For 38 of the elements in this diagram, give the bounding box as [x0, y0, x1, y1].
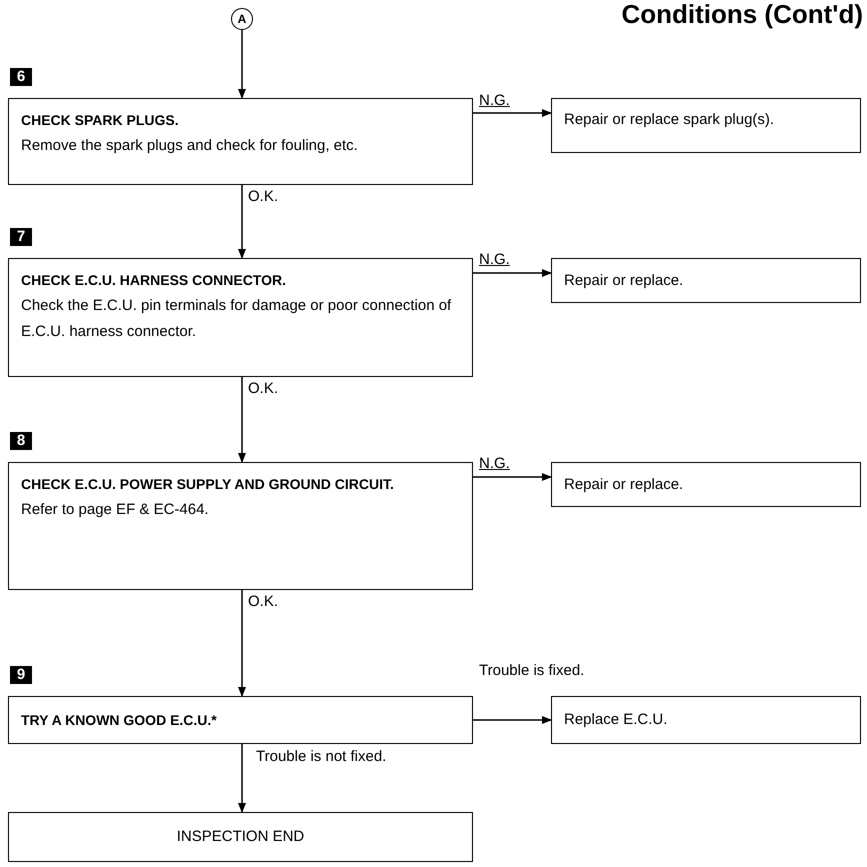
- edge-label: N.G.: [478, 92, 511, 110]
- process-box: [551, 98, 861, 153]
- step-heading: CHECK SPARK PLUGS.: [21, 111, 180, 130]
- arrow: [473, 269, 552, 277]
- step-number: 9: [10, 666, 32, 684]
- step-heading: CHECK E.C.U. POWER SUPPLY AND GROUND CIRCUIT.: [21, 475, 395, 494]
- step-number: 6: [10, 68, 32, 86]
- arrow: [473, 716, 552, 724]
- step-text: Repair or replace spark plug(s).: [564, 110, 776, 130]
- step-number: 7: [10, 228, 32, 246]
- process-box: [8, 462, 473, 590]
- edge-label: N.G.: [478, 455, 511, 473]
- page-title: Conditions (Cont'd): [621, 0, 864, 28]
- step-text: Repair or replace.: [564, 474, 684, 494]
- process-box: [551, 696, 861, 744]
- step-text: Remove the spark plugs and check for fouling, etc.: [21, 136, 359, 156]
- arrow: [238, 590, 246, 697]
- step-text: Check the E.C.U. pin terminals for damage or poor connection of E.C.U. harness connector.: [21, 296, 452, 342]
- arrow: [238, 30, 246, 99]
- step-text: Repair or replace.: [564, 270, 684, 290]
- step-number: 8: [10, 432, 32, 450]
- arrow: [238, 744, 246, 813]
- process-box: [551, 462, 861, 507]
- process-box: [8, 696, 473, 744]
- step-text: Refer to page EF & EC-464.: [21, 500, 210, 520]
- process-box: [8, 258, 473, 377]
- arrow: [238, 377, 246, 463]
- step-text: Replace E.C.U.: [564, 710, 668, 730]
- process-box: [8, 812, 473, 862]
- step-text: TRY A KNOWN GOOD E.C.U.*: [21, 711, 218, 730]
- arrow: [238, 185, 246, 259]
- process-box: [8, 98, 473, 185]
- edge-label: N.G.: [478, 251, 511, 269]
- arrow: [473, 473, 552, 481]
- arrow: [473, 109, 552, 117]
- step-heading: CHECK E.C.U. HARNESS CONNECTOR.: [21, 271, 287, 290]
- process-box: [551, 258, 861, 303]
- step-text: INSPECTION END: [176, 827, 304, 847]
